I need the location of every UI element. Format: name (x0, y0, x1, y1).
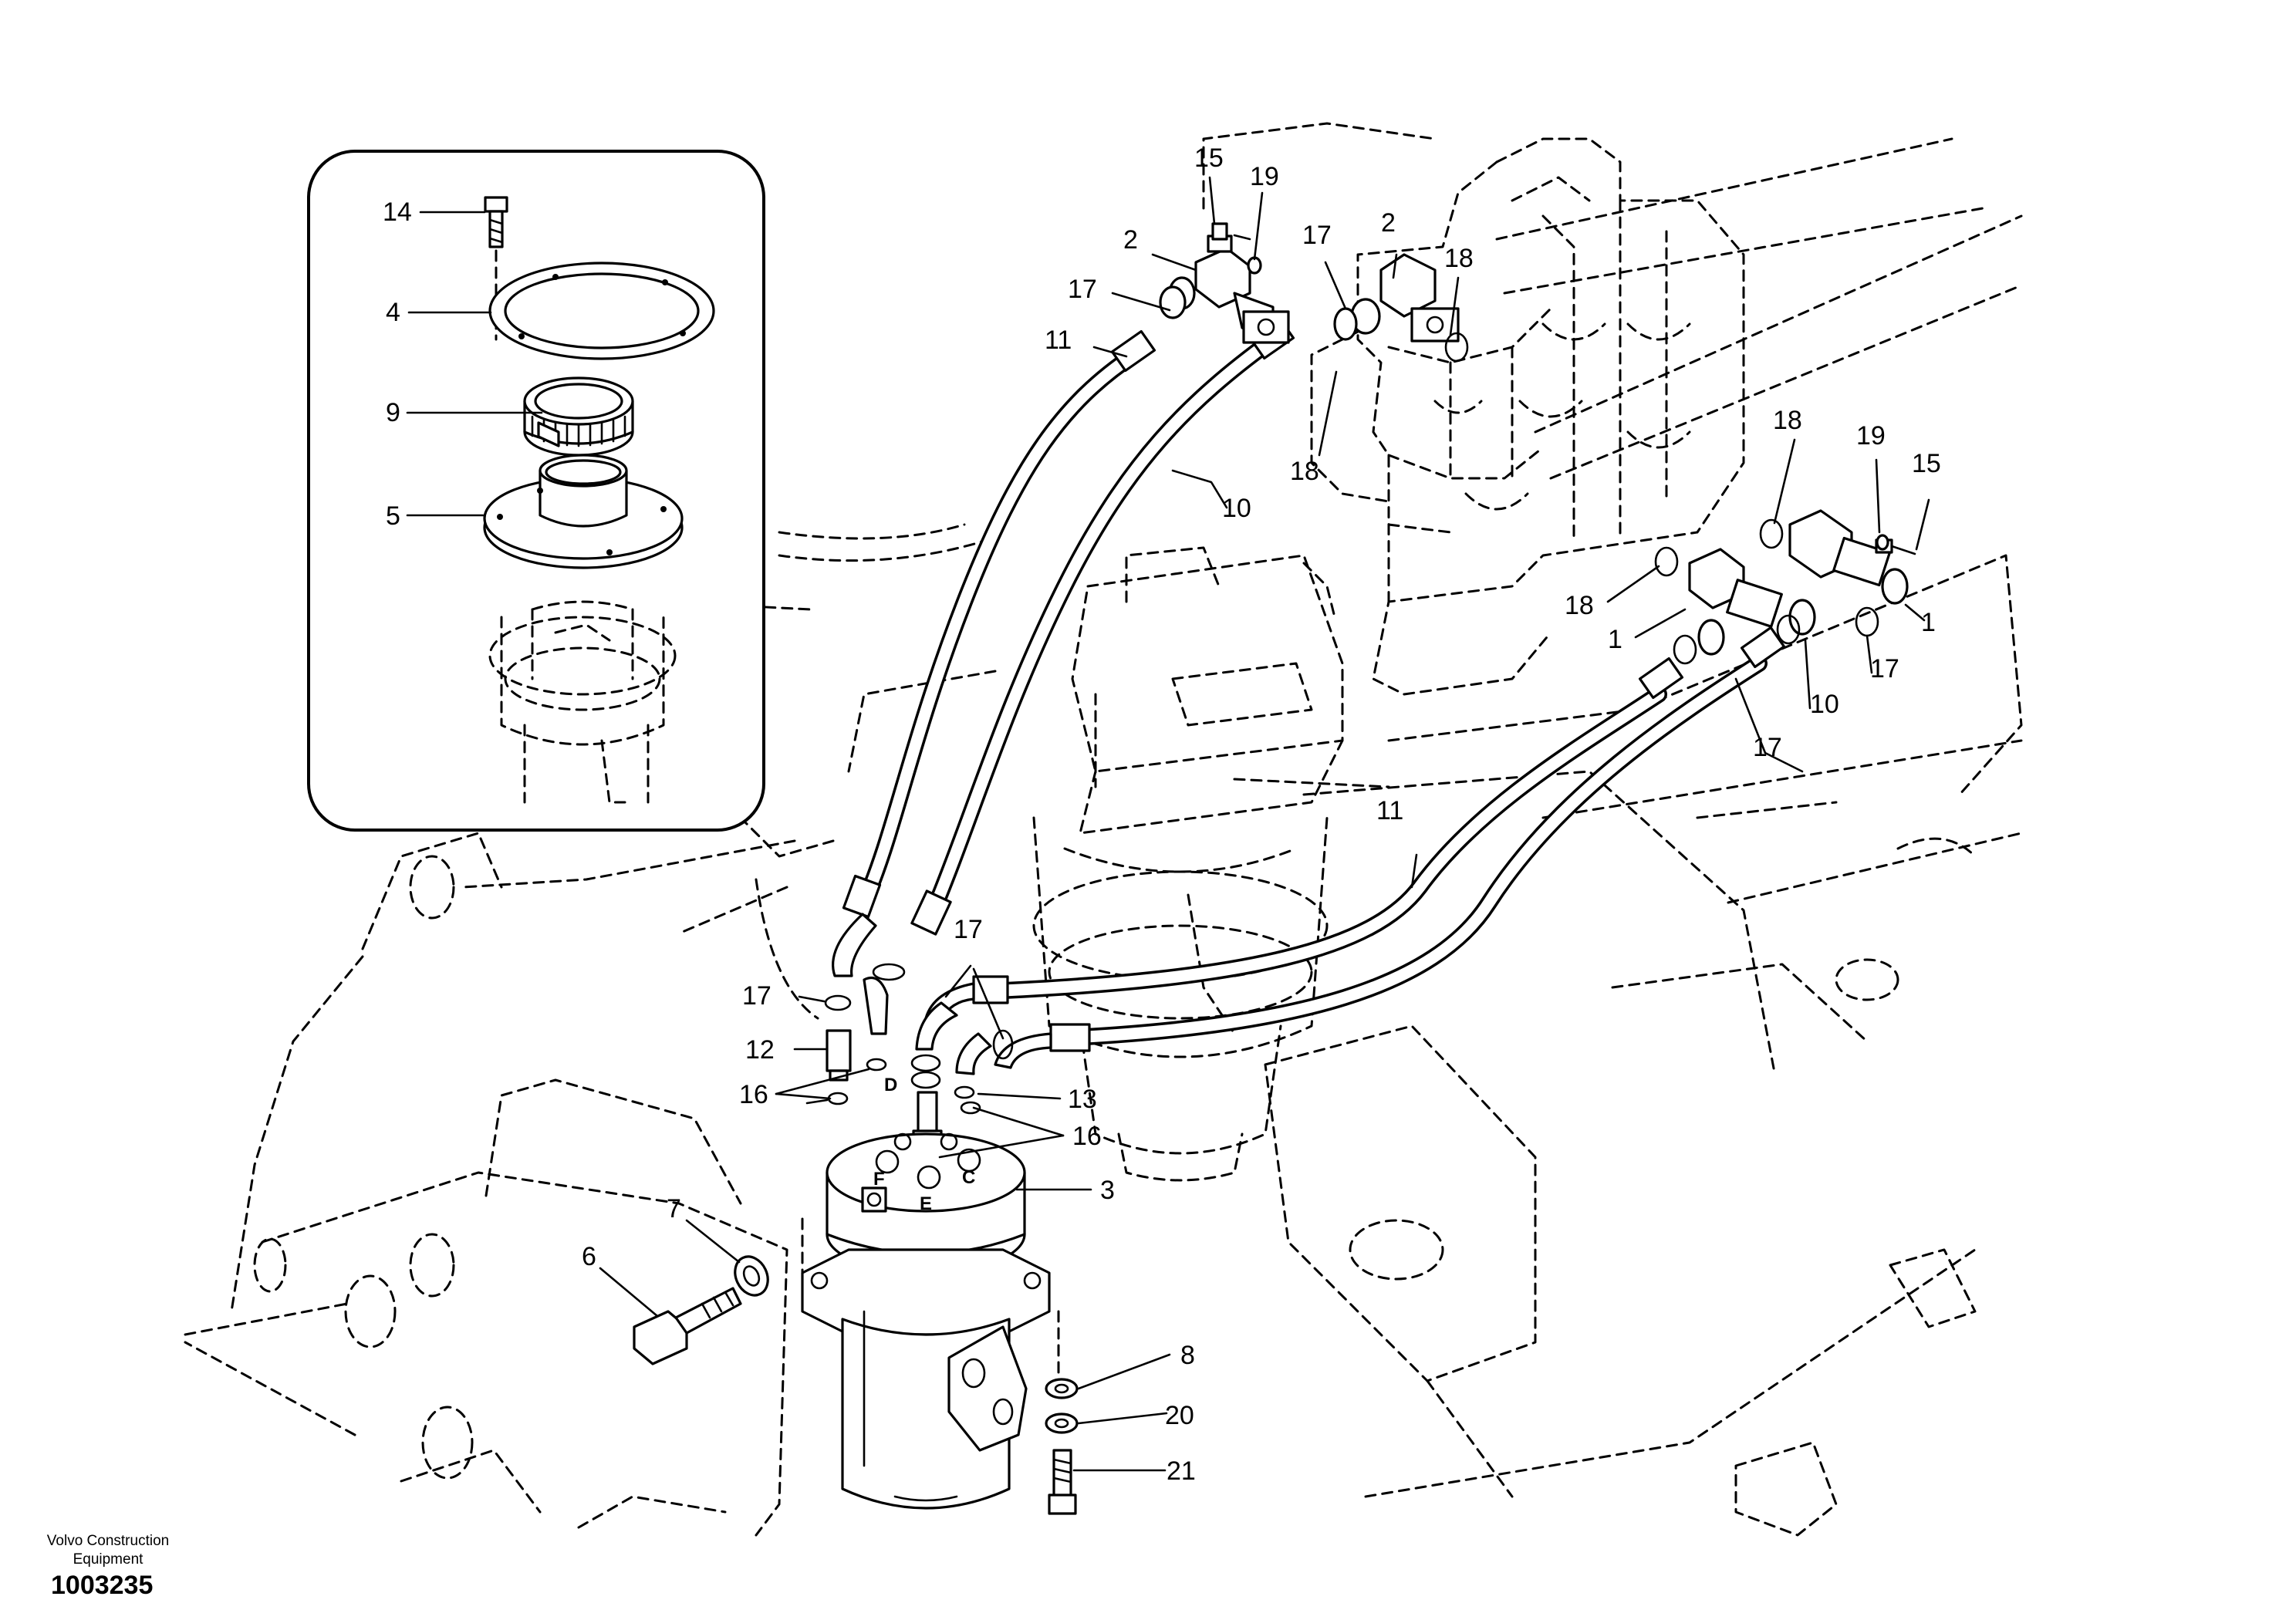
callout-17: 17 (1753, 733, 1782, 762)
callout-12: 12 (745, 1035, 775, 1065)
manufacturer-name: Volvo Construction Equipment (23, 1532, 193, 1569)
swivel-joint-3 (801, 1132, 1051, 1510)
leader-lines (406, 176, 1930, 1472)
callout-15: 15 (1194, 143, 1224, 173)
bolt-21 (1048, 1449, 1077, 1515)
port-d-label: D (884, 1075, 897, 1095)
inset-swivel-outline (488, 600, 677, 804)
callout-5: 5 (386, 501, 400, 531)
callout-21: 21 (1167, 1456, 1196, 1486)
callout-2: 2 (1381, 208, 1396, 238)
callout-11: 11 (1376, 796, 1403, 825)
hose-10-left (925, 331, 1281, 919)
callout-17: 17 (954, 915, 983, 944)
washer-8 (1045, 1378, 1079, 1399)
callout-labels: 14 4 9 5 15 19 2 17 17 2 18 11 18 10 18 … (383, 143, 1941, 1486)
upper-frame-outline (184, 122, 2023, 1537)
ring-plate-4 (488, 262, 715, 360)
callout-10: 10 (1222, 494, 1251, 523)
callout-10: 10 (1810, 690, 1839, 719)
port-c-label: C (962, 1167, 975, 1188)
washer-20 (1045, 1412, 1079, 1434)
callout-14: 14 (383, 197, 412, 227)
hose-11-left (856, 346, 1143, 911)
swivel-fittings (824, 963, 1014, 1165)
callout-20: 20 (1165, 1401, 1194, 1430)
callout-16: 16 (739, 1080, 768, 1109)
callout-8: 8 (1180, 1341, 1195, 1370)
callout-17: 17 (1302, 221, 1332, 250)
port-letters: D F C E (873, 1075, 975, 1214)
callout-16: 16 (1072, 1122, 1102, 1151)
callout-18: 18 (1565, 591, 1594, 620)
callout-9: 9 (386, 398, 400, 427)
callout-19: 19 (1250, 162, 1279, 191)
seal-plate-5 (483, 454, 684, 569)
callout-4: 4 (386, 298, 400, 327)
callout-17: 17 (1870, 654, 1899, 683)
port-f-label: F (873, 1169, 885, 1190)
callout-7: 7 (667, 1194, 681, 1223)
bolt-14 (484, 196, 508, 248)
callout-1: 1 (1608, 625, 1622, 654)
manufacturer-line-1: Volvo Construction (46, 1533, 170, 1549)
bearing-9 (523, 376, 634, 457)
manufacturer-line-2: Equipment (73, 1551, 144, 1568)
callout-13: 13 (1068, 1085, 1097, 1114)
hose-11-right (979, 686, 1667, 1000)
flange-fittings-right (1654, 509, 1916, 665)
bolt-6 (633, 1287, 742, 1365)
washer-7 (734, 1255, 769, 1297)
control-valve-outline (1310, 137, 1745, 696)
callout-11: 11 (1045, 326, 1072, 355)
callout-2: 2 (1123, 225, 1138, 255)
callout-18: 18 (1773, 406, 1802, 435)
inset-detail-panel (307, 150, 765, 832)
hose-fittings (832, 317, 1786, 1069)
callout-3: 3 (1100, 1176, 1115, 1205)
hose-10-right (1064, 655, 1768, 1046)
callout-1: 1 (1921, 608, 1936, 637)
callout-17: 17 (1068, 275, 1097, 304)
callout-18: 18 (1290, 457, 1319, 486)
document-number: 1003235 (51, 1571, 154, 1600)
callout-18: 18 (1444, 244, 1474, 273)
callout-19: 19 (1856, 421, 1886, 451)
callout-15: 15 (1912, 449, 1941, 478)
callout-6: 6 (582, 1242, 596, 1271)
callout-17: 17 (742, 981, 772, 1011)
port-e-label: E (920, 1193, 932, 1214)
